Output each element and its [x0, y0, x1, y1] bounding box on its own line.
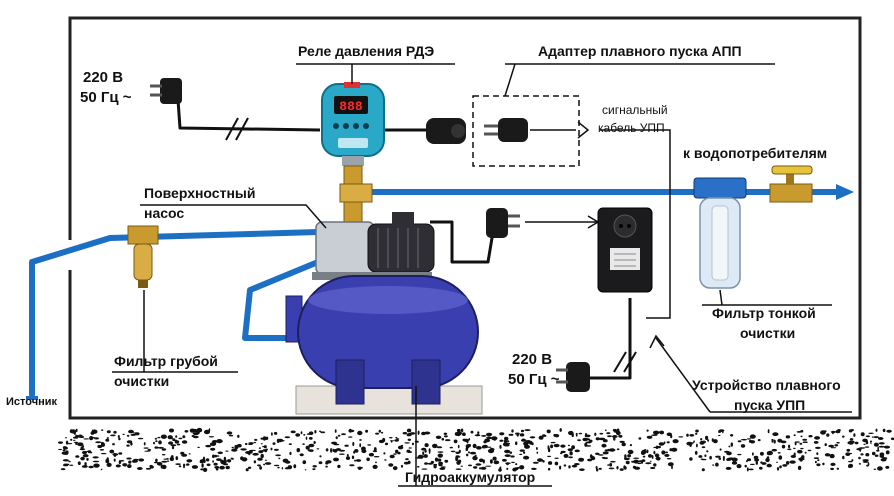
fine-filter [693, 177, 747, 289]
flow-arrow-head [836, 184, 854, 200]
coarse-filter-label-line1: Фильтр грубой [114, 353, 218, 369]
pressure-relay: 888 [321, 82, 385, 166]
power-top-voltage: 220 В [83, 69, 124, 86]
water-pipes [29, 189, 841, 398]
power-bottom-voltage: 220 В [512, 351, 553, 368]
source-label: Источник [6, 396, 58, 408]
house-frame [68, 16, 862, 420]
fine-filter-label-line1: Фильтр тонкой [712, 305, 816, 321]
surface-pump [312, 212, 435, 280]
soft-start-label-line1: Устройство плавного [692, 377, 841, 393]
fine-filter-label-line2: очистки [740, 325, 796, 341]
soft-start-unit [597, 207, 653, 293]
power-cables [176, 99, 632, 380]
signal-cable-label-line1: сигнальный [602, 103, 668, 117]
plug-top-mains [150, 78, 182, 104]
brass-tee [339, 165, 373, 227]
adapter-label: Адаптер плавного пуска АПП [538, 43, 742, 59]
ground-soil [58, 427, 894, 473]
signal-cable-label-line2: кабель УПП [598, 121, 665, 135]
relay-display: 888 [339, 99, 363, 114]
accumulator-label: Гидроаккумулятор [405, 469, 536, 485]
coarse-filter-label-line2: очистки [114, 373, 170, 389]
plug-bottom-mains [556, 362, 590, 392]
relay-label: Реле давления РДЭ [298, 43, 435, 59]
plug-adapter [484, 118, 528, 142]
pump-label-line1: Поверхностный [144, 185, 256, 201]
socket-adapter [426, 118, 466, 144]
power-top-frequency: 50 Гц ~ [80, 89, 132, 106]
leader-lines [112, 63, 852, 487]
plug-pump-cable [486, 208, 520, 238]
hydroaccumulator-tank [285, 275, 483, 415]
pump-label-line2: насос [144, 205, 185, 221]
power-bottom-frequency: 50 Гц ~ [508, 371, 560, 388]
coarse-filter [127, 225, 159, 288]
cable-break-marks [225, 117, 637, 373]
adapter-box [472, 95, 580, 167]
consumers-label: к водопотребителям [683, 145, 828, 161]
soft-start-label-line2: пуска УПП [734, 397, 806, 413]
ball-valve [769, 165, 813, 203]
